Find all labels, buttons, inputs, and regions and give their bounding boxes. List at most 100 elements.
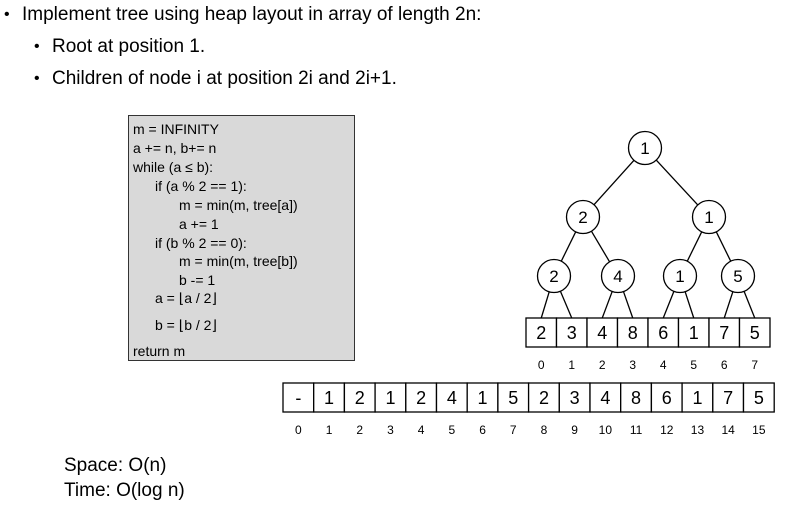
- array-cell: [742, 382, 775, 413]
- bullet-dot: •: [34, 70, 40, 87]
- array-value: 5: [508, 388, 518, 408]
- array-index: 7: [510, 423, 517, 437]
- leaf-cell: [616, 317, 649, 348]
- tree-edge: [743, 291, 756, 319]
- code-line: if (b % 2 == 0):: [155, 235, 247, 251]
- leaf-value: 6: [658, 323, 668, 343]
- leaf-index: 5: [690, 358, 697, 372]
- tree-node-value: 2: [578, 208, 587, 227]
- array-index: 14: [721, 423, 735, 437]
- leaf-value: 1: [689, 323, 699, 343]
- tree-node-value: 2: [549, 267, 558, 286]
- code-line: a = ⌊a / 2⌋: [155, 290, 217, 306]
- tree-node-value: 1: [704, 208, 713, 227]
- tree-node-value: 4: [613, 267, 622, 286]
- array-cell: [313, 382, 346, 413]
- tree-edge: [684, 291, 695, 319]
- array-value: 2: [355, 388, 365, 408]
- array-index: 9: [571, 423, 578, 437]
- array-index: 3: [387, 423, 394, 437]
- array-cell: [374, 382, 407, 413]
- array-index: 11: [630, 423, 643, 437]
- code-line: if (a % 2 == 1):: [155, 178, 247, 194]
- code-line: m = min(m, tree[b]): [179, 253, 298, 269]
- leaf-cell: [555, 317, 588, 348]
- array-cell: [589, 382, 622, 413]
- array-value: 1: [385, 388, 395, 408]
- tree-node: [720, 258, 756, 294]
- array-value: 1: [692, 388, 702, 408]
- array-value: 1: [478, 388, 488, 408]
- tree-node-value: 1: [675, 267, 684, 286]
- leaf-cell: [677, 317, 710, 348]
- leaf-value: 5: [750, 323, 760, 343]
- leaf-index: 7: [751, 358, 758, 372]
- code-line: return m: [133, 343, 186, 359]
- array-index: 10: [599, 423, 613, 437]
- array-cell: [650, 382, 683, 413]
- array-cell: [282, 382, 315, 413]
- tree-node-value: 1: [640, 139, 649, 158]
- array-index: 6: [479, 423, 486, 437]
- leaf-value: 3: [567, 323, 577, 343]
- array-index: 15: [752, 423, 766, 437]
- leaf-index: 2: [599, 358, 606, 372]
- code-line: a += 1: [179, 216, 219, 232]
- array-index: 2: [356, 423, 363, 437]
- array-value: 5: [754, 388, 764, 408]
- leaf-index: 1: [568, 358, 575, 372]
- tree-edge: [590, 230, 611, 263]
- array-value: 6: [662, 388, 672, 408]
- array-index: 1: [326, 423, 333, 437]
- leaf-cell: [586, 317, 619, 348]
- tree-edge: [560, 231, 577, 262]
- bullet-sub-root: Root at position 1.: [52, 36, 206, 57]
- tree-edge: [723, 291, 734, 319]
- bullet-dot: •: [34, 38, 40, 55]
- pseudocode-box: m = INFINITY a += n, b+= n while (a ≤ b)…: [128, 115, 355, 361]
- leaf-cell: [738, 317, 771, 348]
- tree-edge: [655, 159, 699, 206]
- array-index: 12: [660, 423, 674, 437]
- array-index: 0: [295, 423, 302, 437]
- space-complexity: Space: O(n): [64, 455, 167, 476]
- leaf-index: 3: [629, 358, 636, 372]
- leaf-index: 0: [538, 358, 545, 372]
- leaf-value: 2: [536, 323, 546, 343]
- array-value: 4: [447, 388, 457, 408]
- tree-edge: [601, 291, 613, 319]
- tree-node: [536, 258, 572, 294]
- leaf-value: 4: [597, 323, 607, 343]
- leaf-cell: [647, 317, 680, 348]
- array-index: 5: [449, 423, 456, 437]
- leaf-index: 4: [660, 358, 667, 372]
- leaf-value: 8: [628, 323, 638, 343]
- bullet-main: Implement tree using heap layout in arra…: [22, 4, 482, 25]
- code-line: a += n, b+= n: [133, 140, 217, 156]
- tree-node: [565, 199, 601, 235]
- array-index: 8: [541, 423, 548, 437]
- tree-edge: [662, 291, 675, 319]
- leaf-cell: [525, 317, 558, 348]
- array-cell: [527, 382, 560, 413]
- code-line: m = INFINITY: [133, 121, 219, 137]
- leaf-index: 6: [721, 358, 728, 372]
- array-value: 3: [570, 388, 580, 408]
- code-line: while (a ≤ b):: [133, 159, 214, 175]
- tree-node: [691, 199, 727, 235]
- array-cell: [620, 382, 653, 413]
- array-index: 13: [691, 423, 705, 437]
- bullet-dot: •: [4, 6, 10, 23]
- array-value: -: [295, 388, 301, 408]
- bullet-sub-children: Children of node i at position 2i and 2i…: [52, 68, 397, 89]
- array-value: 7: [723, 388, 733, 408]
- tree-node: [662, 258, 698, 294]
- array-value: 2: [539, 388, 549, 408]
- array-value: 4: [600, 388, 610, 408]
- array-cell: [435, 382, 468, 413]
- code-line: b -= 1: [179, 272, 216, 288]
- array-cell: [712, 382, 745, 413]
- tree-edge: [559, 290, 573, 319]
- tree-node: [627, 130, 663, 166]
